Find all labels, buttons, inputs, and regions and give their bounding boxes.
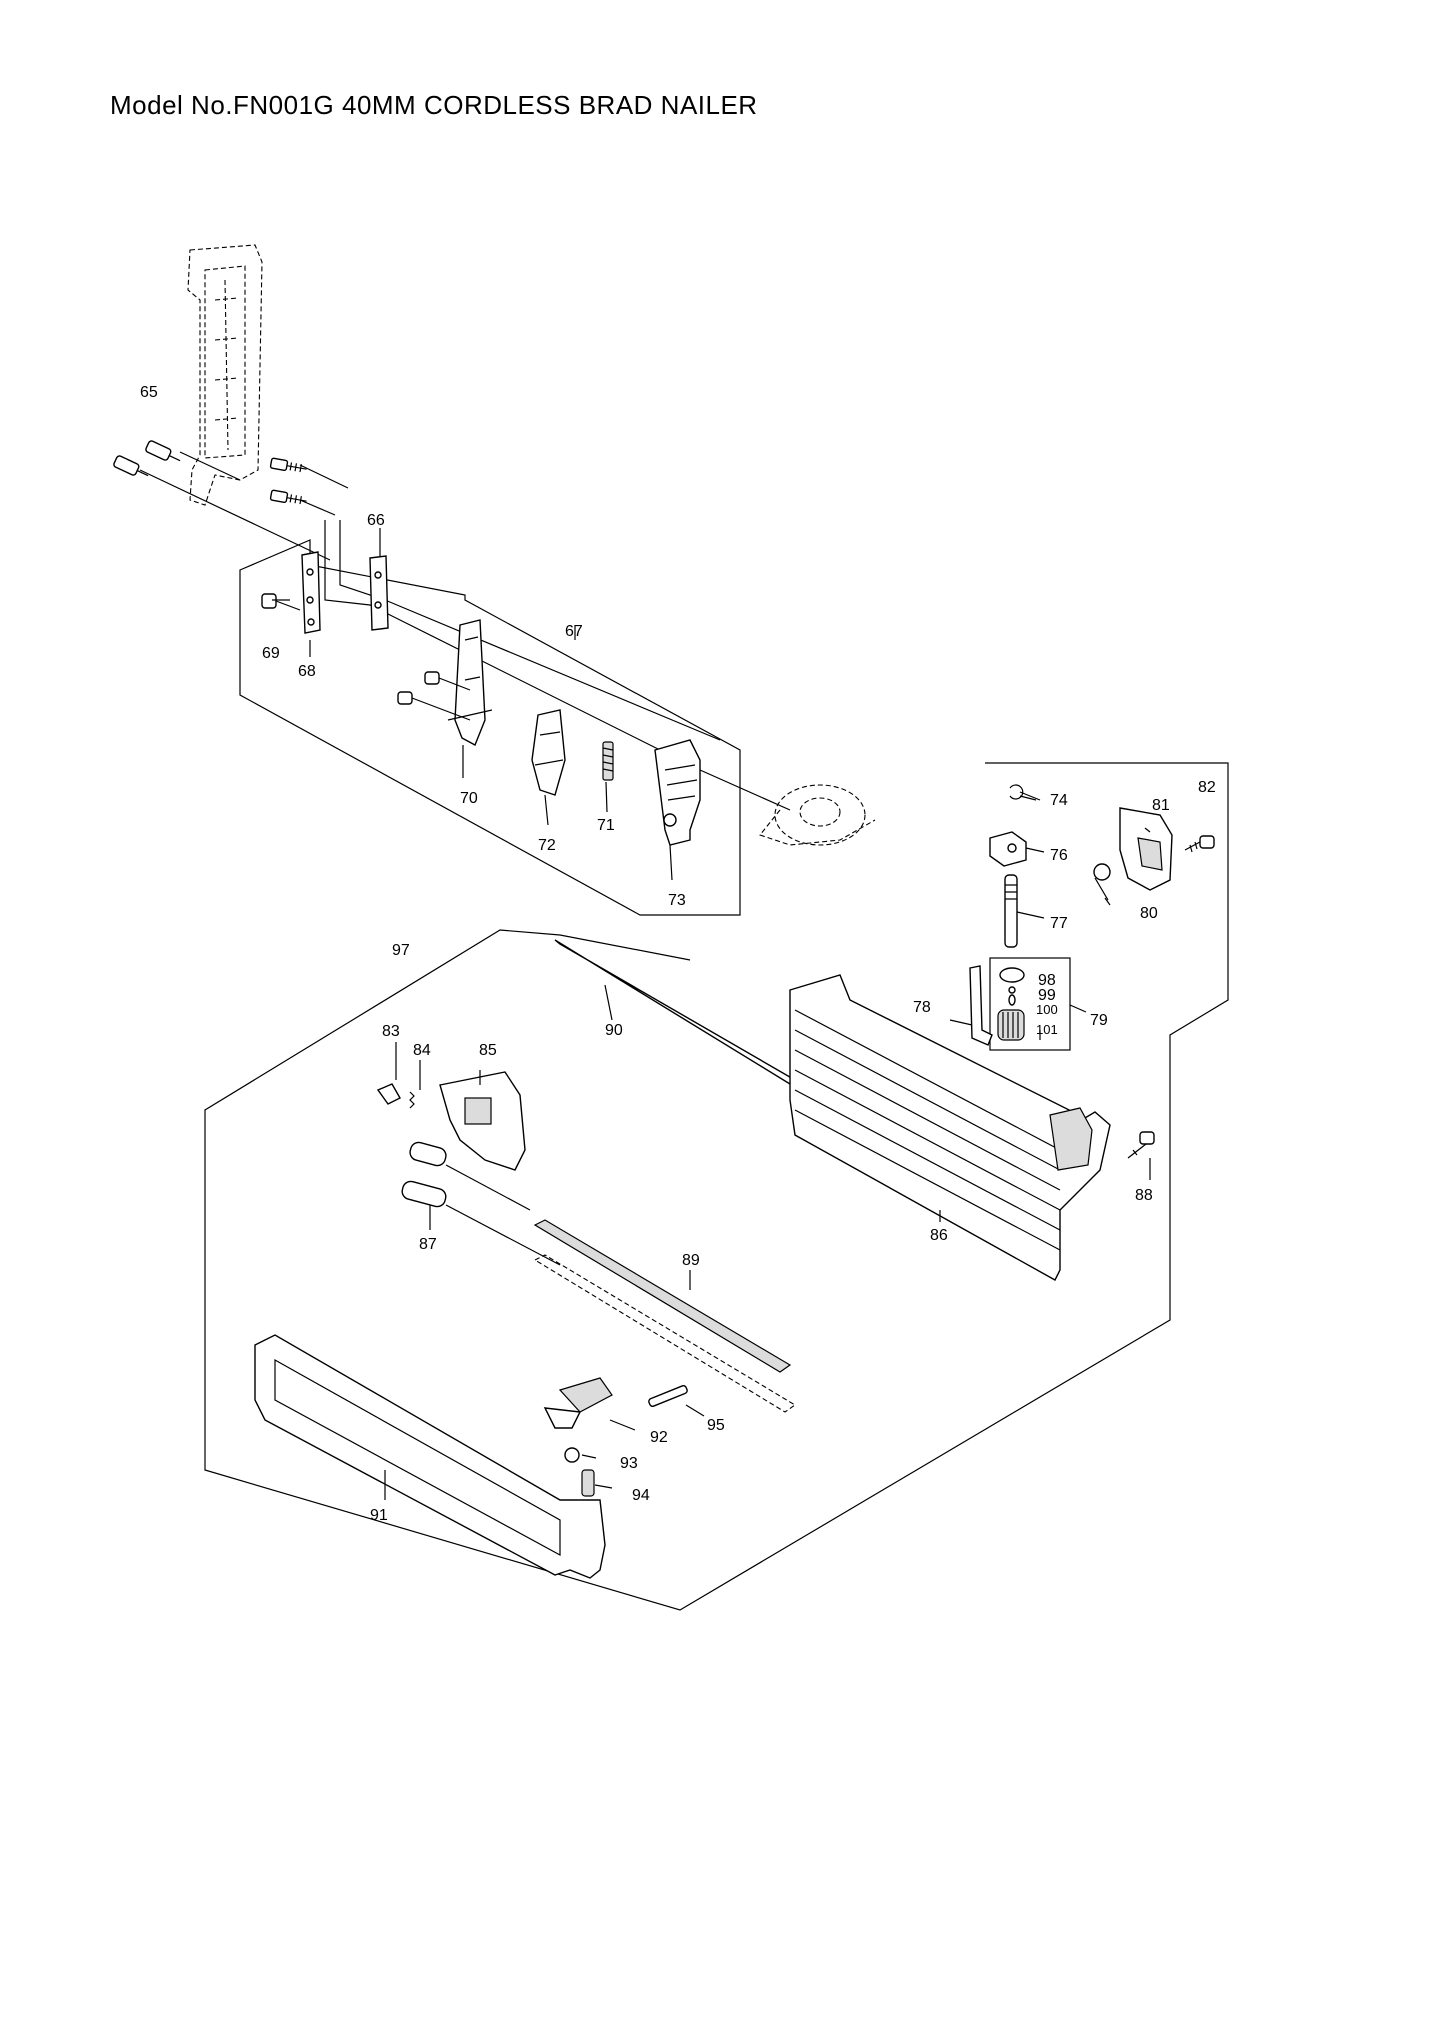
part-85-plate [439,1071,526,1171]
part-83-latch [376,1083,401,1105]
label-85: 85 [479,1042,497,1059]
label-66: 66 [367,512,385,529]
label-93: 93 [620,1455,638,1472]
label-92: 92 [650,1429,668,1446]
label-67: 67 [565,623,583,640]
part-77-pin [1004,874,1018,948]
label-69: 69 [262,645,280,662]
part-95-pin [648,1385,688,1407]
part-93-nut [564,1447,580,1463]
label-78: 78 [913,999,931,1016]
label-98: 98 [1038,972,1056,989]
label-79: 79 [1090,1012,1108,1029]
label-74: 74 [1050,792,1068,809]
part-79-group [989,957,1071,1051]
label-88: 88 [1135,1187,1153,1204]
part-76-block [989,831,1027,867]
part-90-rail [554,939,797,1085]
label-83: 83 [382,1023,400,1040]
part-87-pins [401,1141,561,1266]
label-84: 84 [413,1042,431,1059]
label-87: 87 [419,1236,437,1253]
page-title: Model No.FN001G 40MM CORDLESS BRAD NAILE… [110,90,758,120]
part-92-lever [543,1377,613,1429]
group-right-outline [204,762,1229,1611]
label-72: 72 [538,837,556,854]
label-90: 90 [605,1022,623,1039]
label-100: 100 [1036,1002,1058,1017]
label-97: 97 [392,942,410,959]
part-71-spring [602,741,614,781]
label-73: 73 [668,892,686,909]
part-81-housing [1119,807,1173,891]
part-84-spring [409,1091,415,1109]
part-labels: 65 66 67 68 69 70 71 72 73 74 76 77 78 7… [140,384,1216,1524]
part-78-bracket [949,965,993,1046]
part-94-spring [581,1469,595,1497]
label-99: 99 [1038,987,1056,1004]
part-89-springs [533,1219,797,1413]
part-82-screw [1184,835,1215,853]
label-70: 70 [460,790,478,807]
label-95: 95 [707,1417,725,1434]
label-80: 80 [1140,905,1158,922]
group-67-outline [239,539,741,916]
nose-assembly-dashed [759,784,876,846]
part-88-screw [1127,1131,1155,1159]
label-86: 86 [930,1227,948,1244]
part-86-magazine [789,974,1111,1281]
part-74-ering [1009,784,1041,801]
part-69-screw [261,593,301,611]
part-screws-70 [397,671,471,721]
label-101: 101 [1036,1022,1058,1037]
part-72-guide [531,709,566,796]
label-68: 68 [298,663,316,680]
label-71: 71 [597,817,615,834]
part-91-cover [254,1334,606,1579]
label-65: 65 [140,384,158,401]
part-screws-65 [113,440,307,505]
label-82: 82 [1198,779,1216,796]
part-65-frame [187,244,263,506]
label-81: 81 [1152,797,1170,814]
part-73-nose [654,739,701,846]
part-70-blade [447,619,493,746]
part-80-ring [1093,863,1111,901]
label-76: 76 [1050,847,1068,864]
label-77: 77 [1050,915,1068,932]
part-66-plate [369,555,389,631]
part-68-plate [301,551,321,634]
label-94: 94 [632,1487,650,1504]
label-89: 89 [682,1252,700,1269]
label-91: 91 [370,1507,388,1524]
